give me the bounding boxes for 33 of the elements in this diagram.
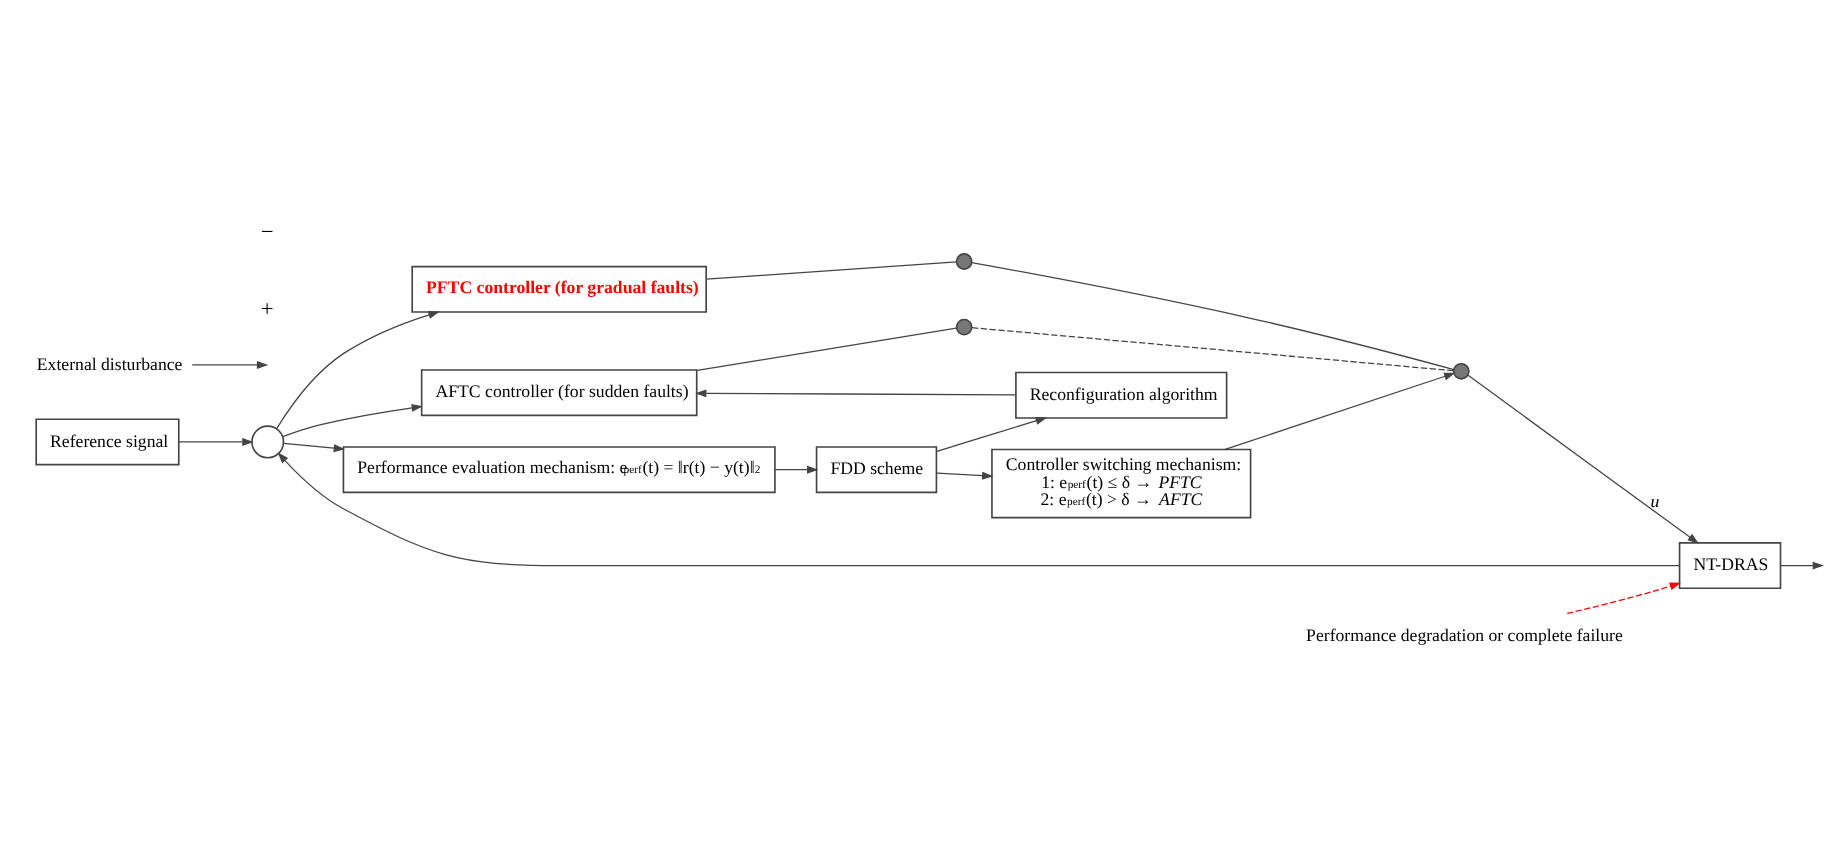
arrow [283,441,346,452]
label: + [260,297,274,322]
arrow [1467,373,1699,543]
arrow [1780,560,1824,569]
node-box: PFTC controller (for gradual faults) [411,264,707,312]
node-box: NT-DRAS [1678,541,1782,589]
arrow [1224,371,1456,450]
arrow [936,470,994,479]
arrow [936,416,1047,451]
node-circle [955,252,973,269]
label: − [260,220,274,245]
connector [971,261,1455,370]
node-text: External disturbance [36,352,183,373]
node-box: AFTC controller (for sudden faults) [420,368,698,416]
arrow [695,388,1017,397]
arrow [282,402,423,437]
node-circle [251,424,285,458]
connector [696,326,957,371]
connector [705,260,958,279]
connector [971,326,1455,371]
arrow [275,310,440,429]
node-text: Performance degradation or complete failure [1306,623,1623,644]
node-box: FDD scheme [815,445,938,493]
arrow [774,464,819,473]
node-box: Reconfiguration algorithm [1015,370,1228,418]
arrow [178,436,254,445]
arrow [277,451,1680,566]
node-circle [955,317,973,335]
arrow [191,360,269,368]
edge-label: u [1650,489,1660,510]
node-box: Reference signal [35,417,180,465]
arrow [1566,581,1682,614]
node-circle [1452,361,1470,379]
